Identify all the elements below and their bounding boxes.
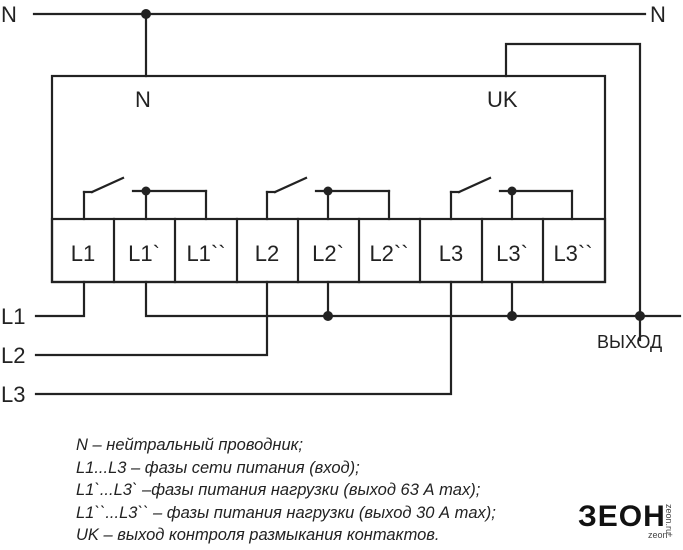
- brand-logo: ЗЕОН zeon.ru zeon+: [572, 498, 680, 546]
- terminal-labels: L1 L1` L1`` L2 L2` L2`` L3 L3` L3``: [71, 241, 593, 266]
- label-neutral-right: N: [650, 2, 666, 27]
- terminal-label: L2: [255, 241, 279, 266]
- label-neutral-left: N: [1, 2, 17, 27]
- terminal-label: L1: [71, 241, 95, 266]
- terminal-label: L3`: [496, 241, 528, 266]
- terminal-label: L3``: [553, 241, 592, 266]
- legend: N – нейтральный проводник; L1...L3 – фаз…: [76, 434, 496, 547]
- contact-group-1: [82, 176, 208, 221]
- label-line-2: L2: [1, 343, 25, 368]
- label-device-neutral: N: [135, 87, 151, 112]
- logo-small-text: zeon+: [648, 530, 673, 540]
- line-2-wire: [34, 280, 269, 357]
- junction-dots: [141, 9, 645, 321]
- label-device-uk: UK: [487, 87, 518, 112]
- terminal-label: L1``: [186, 241, 225, 266]
- logo-side-text: zeon.ru: [664, 504, 674, 535]
- logo-brand: ЗЕОН: [572, 500, 669, 534]
- terminal-label: L3: [439, 241, 463, 266]
- label-line-3: L3: [1, 382, 25, 407]
- legend-item: UK – выход контроля размыкания контактов…: [76, 526, 440, 544]
- output-wire: [144, 280, 682, 318]
- contact-group-2: [265, 176, 391, 221]
- legend-item: L1``...L3`` – фазы питания нагрузки (вых…: [76, 503, 496, 522]
- line-1-wire: [34, 280, 86, 318]
- control-wire: [504, 42, 642, 342]
- label-line-1: L1: [1, 304, 25, 329]
- legend-item: L1...L3 – фазы сети питания (вход);: [76, 458, 360, 477]
- terminal-label: L2`: [312, 241, 344, 266]
- label-output: ВЫХОД: [597, 332, 662, 352]
- legend-item: L1`...L3` –фазы питания нагрузки (выход …: [76, 481, 481, 499]
- contact-group-3: [449, 176, 574, 221]
- legend-item: N – нейтральный проводник;: [76, 436, 303, 454]
- line-3-wire: [34, 280, 453, 396]
- terminal-label: L1`: [128, 241, 160, 266]
- terminal-label: L2``: [369, 241, 408, 266]
